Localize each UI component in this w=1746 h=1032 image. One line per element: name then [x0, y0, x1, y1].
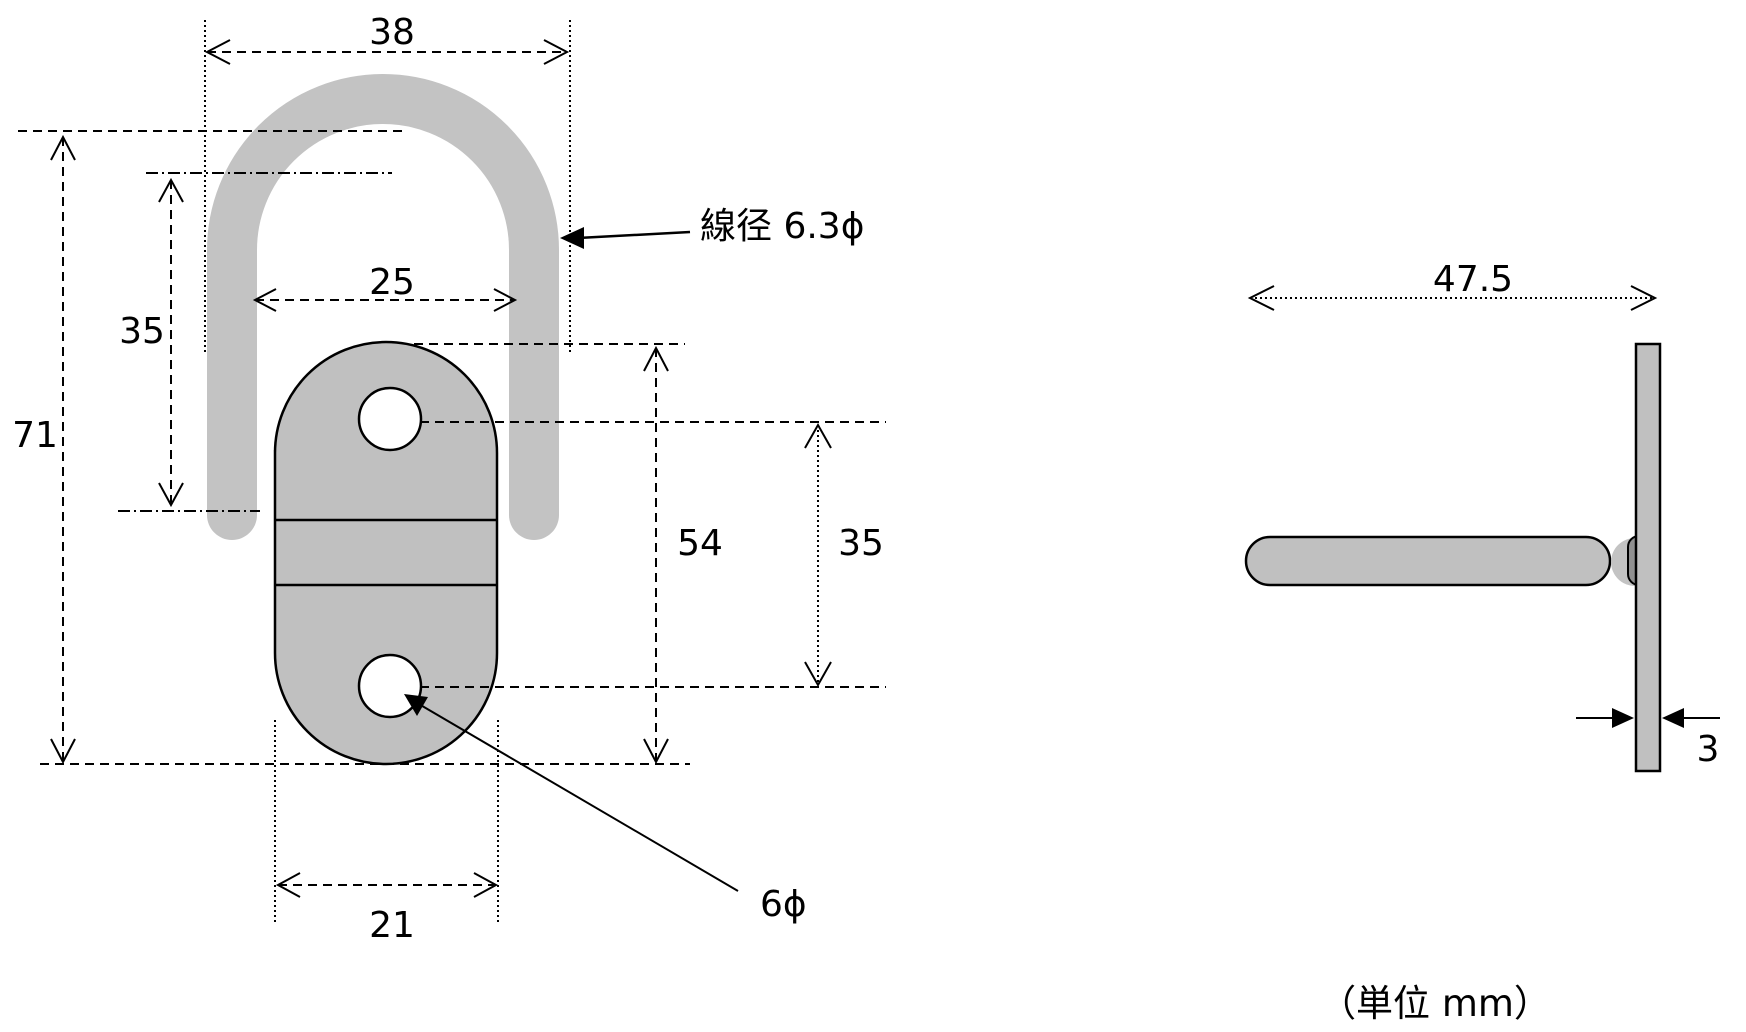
side-view — [1244, 285, 1720, 773]
dim-ring-outer-width: 38 — [369, 12, 415, 53]
mounting-hole-bottom — [357, 653, 423, 719]
dim-side-length: 47.5 — [1433, 259, 1513, 300]
thickness-arrow-right — [1662, 708, 1684, 728]
unit-note: （単位 mm） — [1319, 982, 1551, 1025]
dim-ring-inner-height: 35 — [119, 311, 165, 352]
wire-leader-arrow — [560, 227, 584, 249]
hole-diameter-label: 6ϕ — [760, 884, 807, 925]
mounting-hole-top — [357, 386, 423, 452]
hole-leader-arrow — [404, 694, 428, 716]
dimension-lines — [50, 39, 832, 898]
dim-plate-height: 54 — [677, 523, 723, 564]
mounting-plate — [273, 340, 499, 766]
d-ring — [207, 74, 559, 540]
dim-plate-thickness: 3 — [1697, 729, 1720, 770]
dim-plate-width: 21 — [369, 905, 415, 946]
leader-lines — [404, 227, 739, 892]
dim-overall-height: 71 — [12, 415, 58, 456]
ring-side — [1244, 535, 1612, 587]
dim-ring-inner-width: 25 — [369, 262, 415, 303]
dimension-labels: 38 25 35 71 54 35 21 47.5 3 線径 6.3ϕ 6ϕ （… — [12, 12, 1719, 1025]
wire-diameter-label: 線径 6.3ϕ — [700, 206, 864, 247]
plate-side — [1634, 342, 1662, 773]
dim-hole-pitch: 35 — [838, 523, 884, 564]
extension-lines — [18, 20, 886, 925]
thickness-arrow-left — [1612, 708, 1634, 728]
